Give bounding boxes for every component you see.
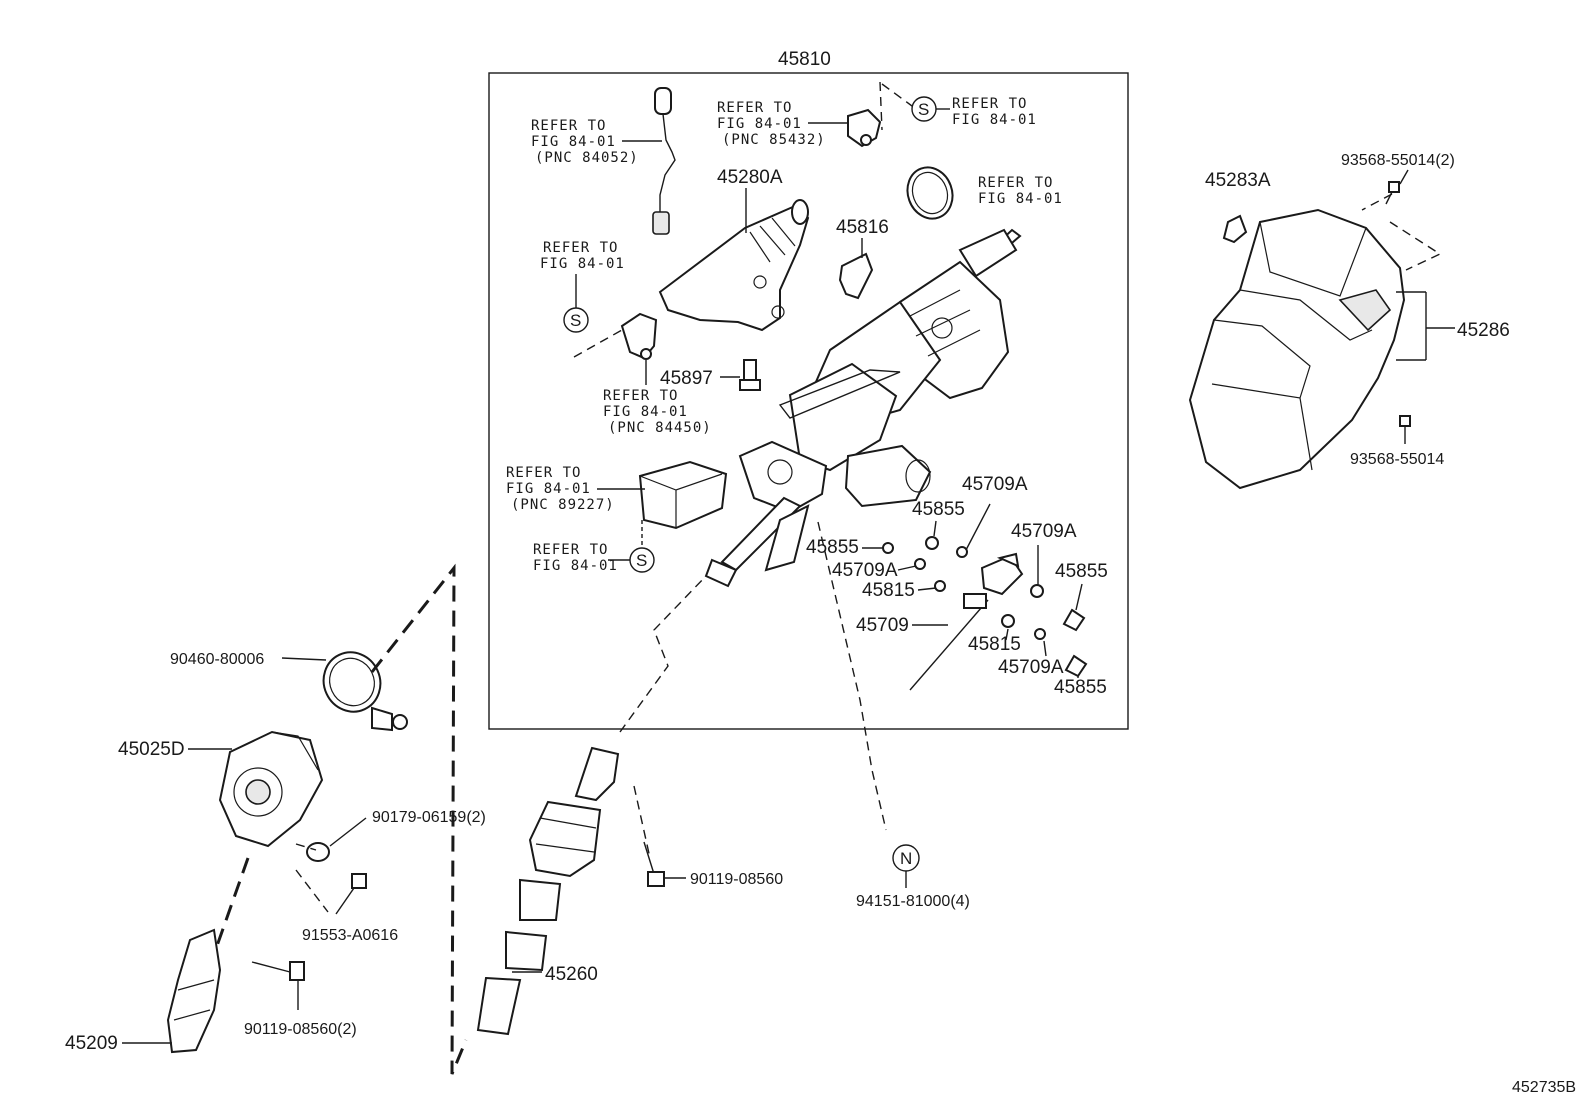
label-45709A-top: 45709A xyxy=(962,474,1028,495)
svg-text:(PNC 84450): (PNC 84450) xyxy=(608,420,712,436)
label-45709A-right: 45709A xyxy=(1011,521,1077,542)
refer-note-harness: REFER TO FIG 84-01 (PNC 84052) xyxy=(531,118,662,166)
svg-text:FIG 84-01: FIG 84-01 xyxy=(952,112,1037,128)
part-45816: 45816 xyxy=(836,217,889,300)
label-45709A-left: 45709A xyxy=(832,560,898,581)
label-93568-top: 93568-55014(2) xyxy=(1341,152,1455,169)
ring-part: REFER TO FIG 84-01 xyxy=(906,166,1063,220)
label-45815-right: 45815 xyxy=(968,634,1021,655)
boot-45025D: 45025D xyxy=(118,730,324,848)
screw-93568-top: 93568-55014(2) xyxy=(1341,152,1455,205)
cover-dashed-guides xyxy=(1361,193,1442,271)
part-45897: 45897 xyxy=(660,359,761,391)
svg-text:FIG 84-01: FIG 84-01 xyxy=(978,191,1063,207)
column-tube-45280A: 45280A xyxy=(658,167,810,332)
label-90119-right: 90119-08560 xyxy=(690,871,783,888)
svg-text:REFER TO: REFER TO xyxy=(533,542,608,558)
label-45855-right: 45855 xyxy=(1055,561,1108,582)
label-45260: 45260 xyxy=(545,964,598,985)
assembly-label: 45810 xyxy=(778,49,831,70)
svg-text:(PNC 84052): (PNC 84052) xyxy=(535,150,639,166)
svg-text:FIG 84-01: FIG 84-01 xyxy=(533,558,618,574)
shaft-45260: 45260 xyxy=(476,746,620,1036)
svg-text:FIG 84-01: FIG 84-01 xyxy=(506,481,591,497)
svg-text:S: S xyxy=(570,311,581,330)
bolt-90119-right: 90119-08560 xyxy=(643,841,783,888)
diagram-code: 452735B xyxy=(1512,1079,1576,1096)
label-45286: 45286 xyxy=(1457,320,1510,341)
svg-text:(PNC 85432): (PNC 85432) xyxy=(722,132,826,148)
bracket-part-85432 xyxy=(847,108,882,148)
label-45280A: 45280A xyxy=(717,167,783,188)
label-45855-left: 45855 xyxy=(806,537,859,558)
svg-text:FIG 84-01: FIG 84-01 xyxy=(603,404,688,420)
label-45897: 45897 xyxy=(660,368,713,389)
label-93568-bottom: 93568-55014 xyxy=(1350,451,1444,468)
assembly-45810: 45810 xyxy=(488,49,1129,730)
pad-45283A: 45283A xyxy=(1205,170,1271,244)
svg-text:FIG 84-01: FIG 84-01 xyxy=(540,256,625,272)
screw-93568-bottom: 93568-55014 xyxy=(1350,415,1444,468)
refer-note-bracket: REFER TO FIG 84-01 (PNC 85432) xyxy=(717,100,848,148)
module-part-89227: REFER TO FIG 84-01 (PNC 89227) xyxy=(506,460,728,530)
svg-text:REFER TO: REFER TO xyxy=(952,96,1027,112)
bolt-90119-left: 90119-08560(2) xyxy=(244,961,357,1038)
clamp-90460: 90460-80006 xyxy=(170,651,408,732)
nut-90179: 90179-06159(2) xyxy=(295,809,486,913)
svg-text:REFER TO: REFER TO xyxy=(978,175,1053,191)
s-symbol-top-right: S REFER TO FIG 84-01 xyxy=(879,81,1037,131)
label-94151: 94151-81000(4) xyxy=(856,893,970,910)
label-45709: 45709 xyxy=(856,615,909,636)
svg-text:REFER TO: REFER TO xyxy=(531,118,606,134)
svg-text:FIG 84-01: FIG 84-01 xyxy=(531,134,616,150)
wire-harness-part xyxy=(652,87,676,235)
svg-text:REFER TO: REFER TO xyxy=(717,100,792,116)
s-symbol-bottom: REFER TO FIG 84-01 S xyxy=(533,520,655,574)
dashed-guide-lower xyxy=(210,521,887,1075)
svg-text:REFER TO: REFER TO xyxy=(543,240,618,256)
label-45855-bottom: 45855 xyxy=(1054,677,1107,698)
label-45855-top: 45855 xyxy=(912,499,965,520)
s-symbol-left: REFER TO FIG 84-01 S xyxy=(540,240,625,358)
svg-text:REFER TO: REFER TO xyxy=(506,465,581,481)
fastener-cluster xyxy=(882,536,1088,691)
steering-column-assembly xyxy=(704,228,1022,588)
cluster-labels: 45709A 45855 45709A 45855 45709A 45815 4… xyxy=(806,474,1108,698)
bolt-91553: 91553-A0616 xyxy=(302,873,398,944)
label-45709A-bottom: 45709A xyxy=(998,657,1064,678)
label-90460: 90460-80006 xyxy=(170,651,264,668)
column-cover-45286: 45286 xyxy=(1188,208,1510,490)
label-45283A: 45283A xyxy=(1205,170,1271,191)
svg-text:S: S xyxy=(636,551,647,570)
switch-part-84450: REFER TO FIG 84-01 (PNC 84450) xyxy=(603,312,712,436)
n-symbol: N 94151-81000(4) xyxy=(856,844,970,910)
svg-text:FIG 84-01: FIG 84-01 xyxy=(717,116,802,132)
label-91553: 91553-A0616 xyxy=(302,927,398,944)
svg-text:N: N xyxy=(900,849,912,868)
svg-text:REFER TO: REFER TO xyxy=(603,388,678,404)
label-45816: 45816 xyxy=(836,217,889,238)
svg-text:S: S xyxy=(918,100,929,119)
label-90179: 90179-06159(2) xyxy=(372,809,486,826)
label-45025D: 45025D xyxy=(118,739,185,760)
label-45815-left: 45815 xyxy=(862,580,915,601)
joint-45209: 45209 xyxy=(65,928,222,1054)
label-90119-left: 90119-08560(2) xyxy=(244,1021,357,1038)
label-45209: 45209 xyxy=(65,1033,118,1054)
svg-text:(PNC 89227): (PNC 89227) xyxy=(511,497,615,513)
